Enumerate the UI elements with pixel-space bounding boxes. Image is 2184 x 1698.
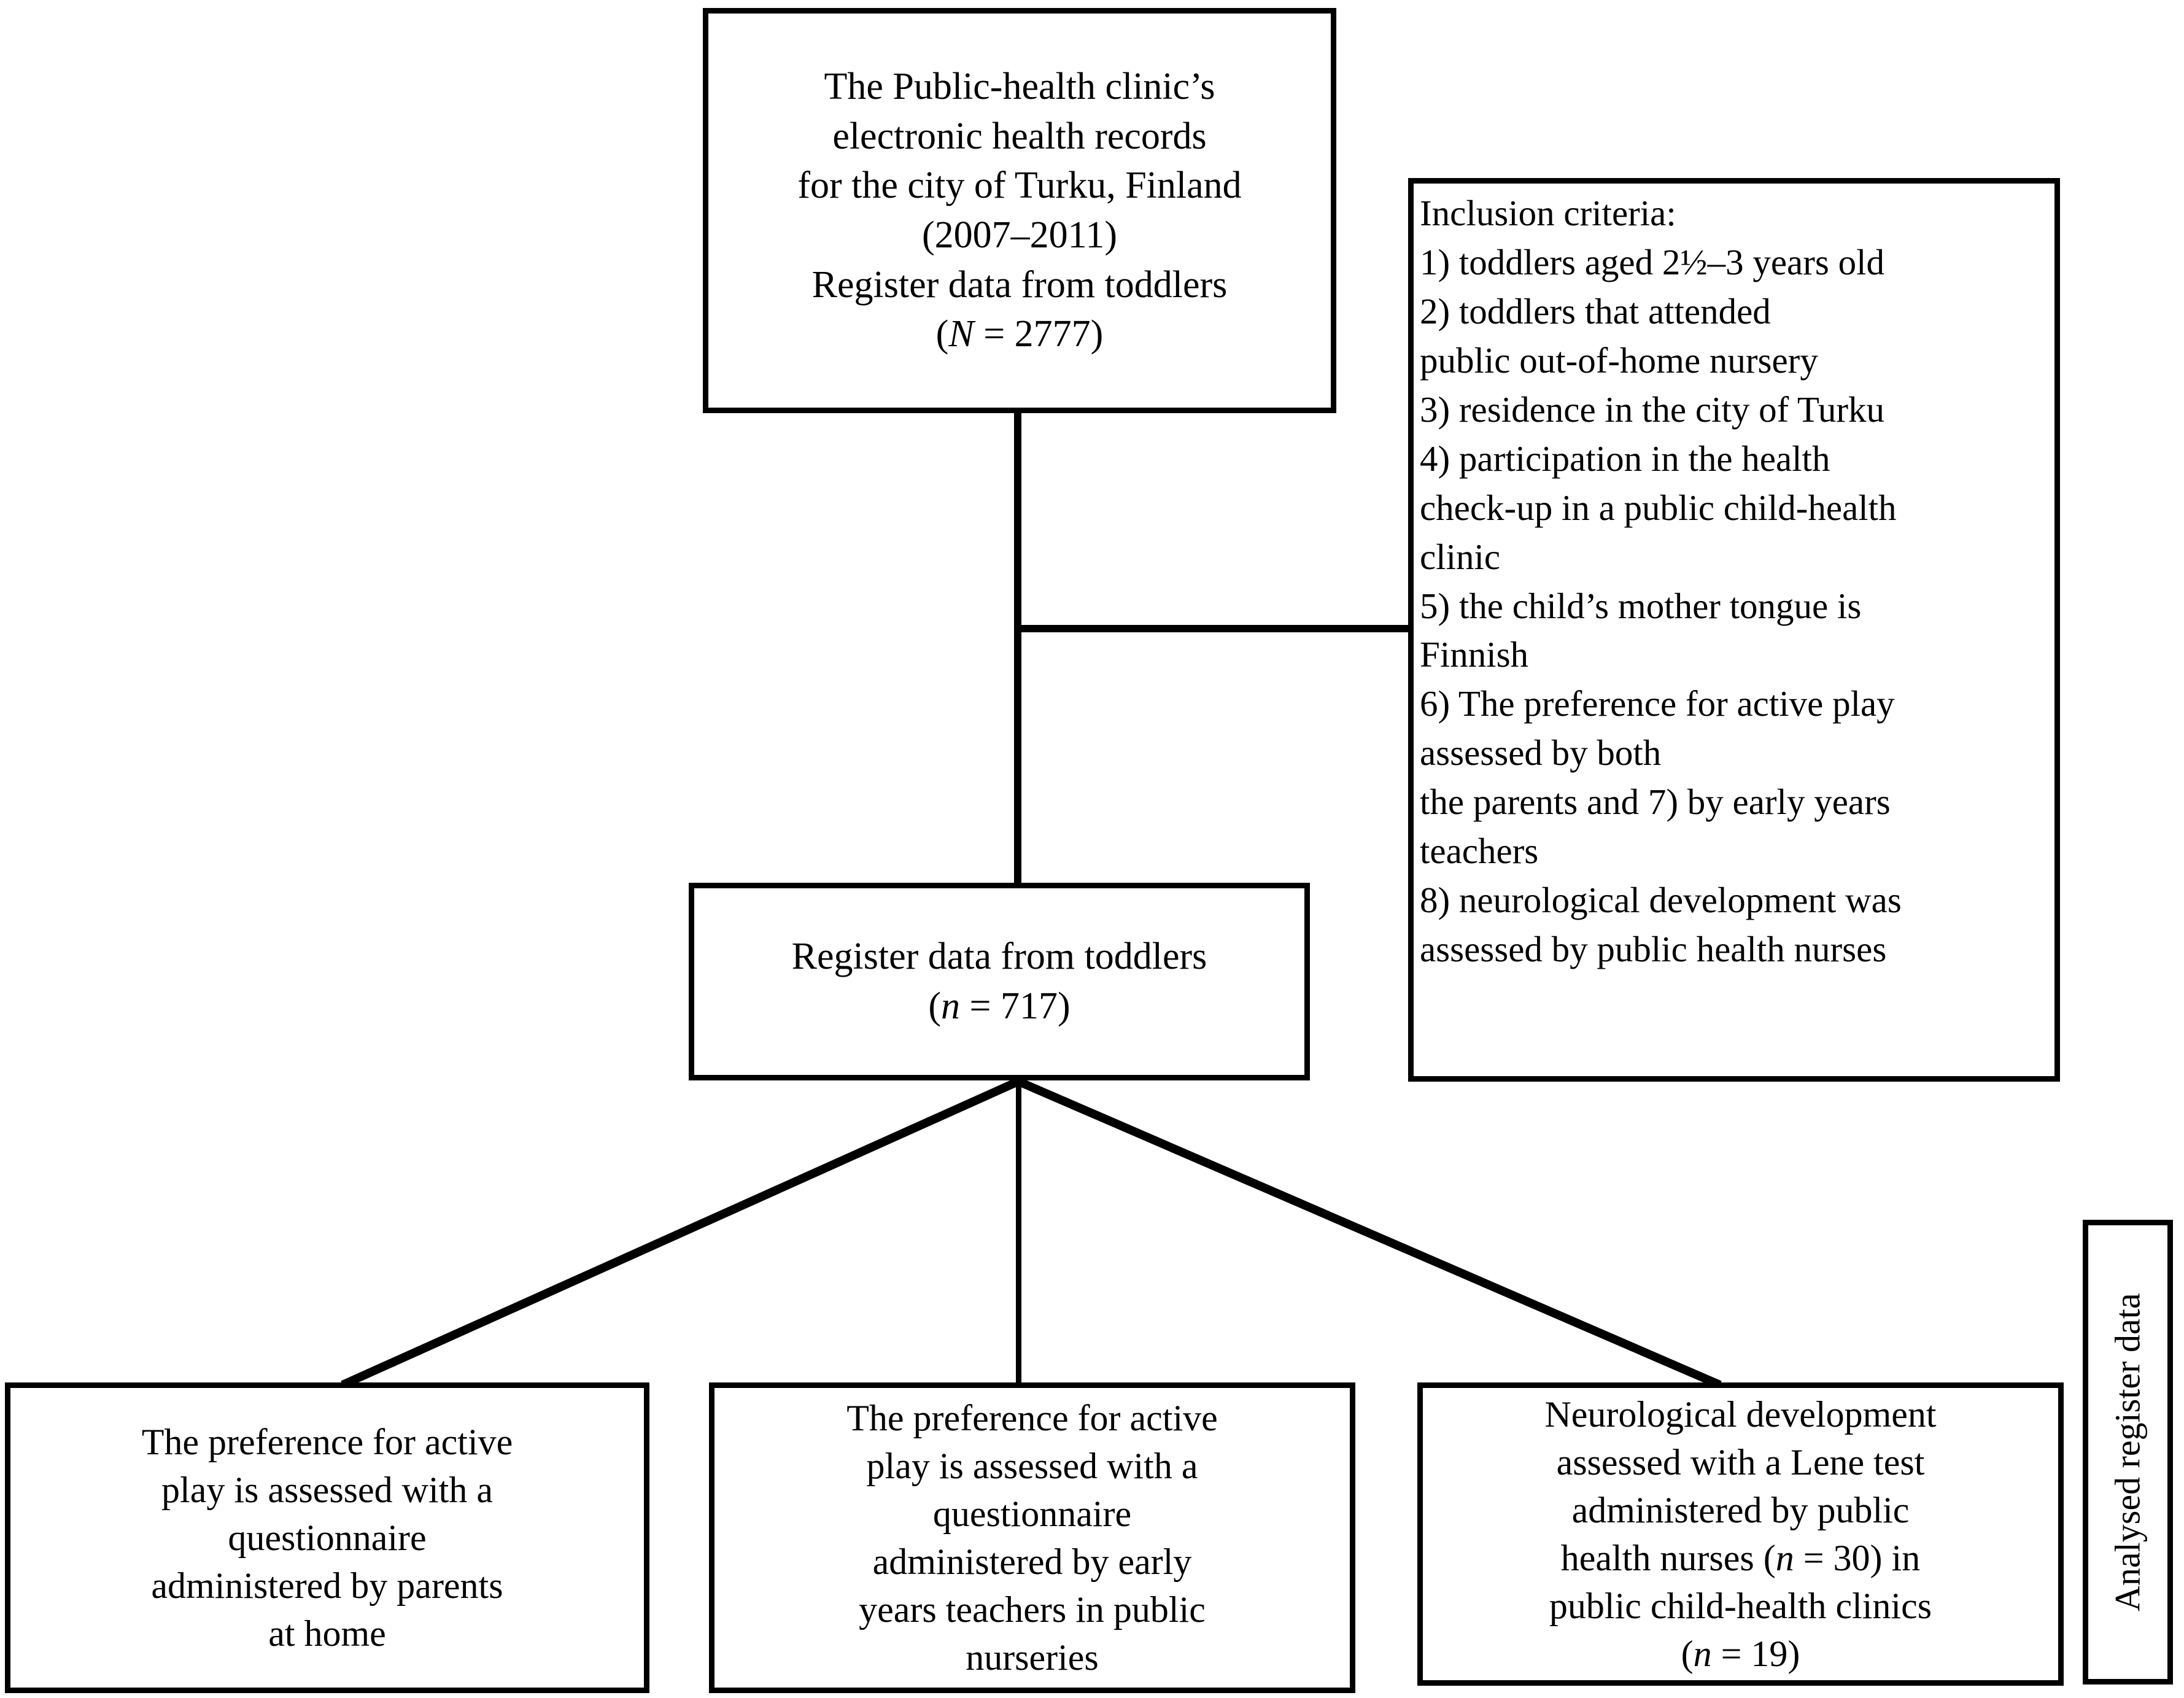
node-source-records: The Public-health clinic’s electronic he…	[703, 8, 1336, 413]
connector-trunk-to-criteria	[1014, 625, 1412, 632]
node-source-text: The Public-health clinic’s electronic he…	[797, 66, 1242, 355]
node-analysed-register-data-text: Analysed register data	[2107, 1293, 2148, 1611]
connector-source-to-register	[1014, 410, 1021, 886]
node-analysed-register-data: Analysed register data	[2083, 1220, 2173, 1684]
node-register-subset: Register data from toddlers (n = 717)	[689, 883, 1310, 1080]
node-lene-test-text: Neurological development assessed with a…	[1544, 1394, 1937, 1674]
node-parent-questionnaire-text: The preference for active play is assess…	[141, 1422, 513, 1654]
node-register-subset-text: Register data from toddlers (n = 717)	[791, 936, 1207, 1027]
node-inclusion-criteria: Inclusion criteria: 1) toddlers aged 2½–…	[1408, 178, 2060, 1082]
node-teacher-questionnaire: The preference for active play is assess…	[709, 1382, 1355, 1693]
node-teacher-questionnaire-text: The preference for active play is assess…	[846, 1398, 1218, 1678]
node-parent-questionnaire: The preference for active play is assess…	[5, 1382, 649, 1693]
connector-register-to-teachers	[1016, 1079, 1021, 1386]
node-inclusion-criteria-text: Inclusion criteria: 1) toddlers aged 2½–…	[1420, 193, 1902, 970]
node-lene-test: Neurological development assessed with a…	[1417, 1382, 2064, 1686]
